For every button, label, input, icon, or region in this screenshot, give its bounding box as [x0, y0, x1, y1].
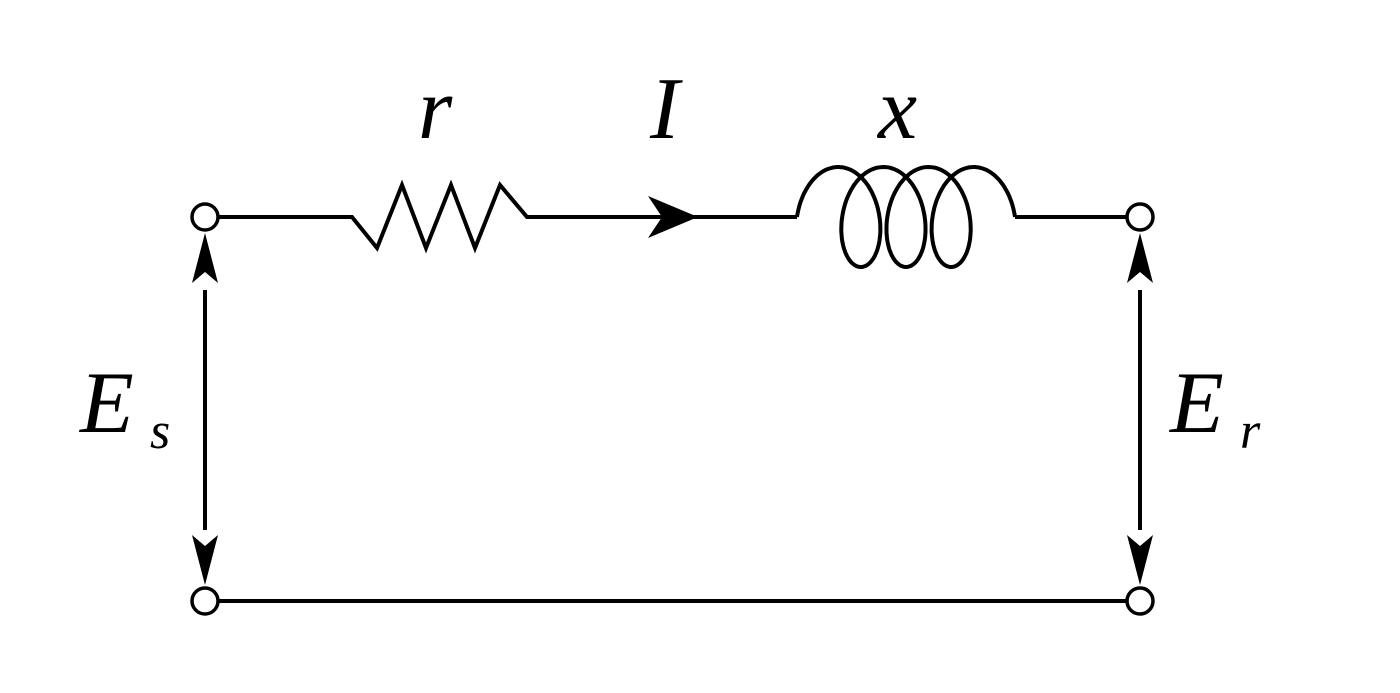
- terminal-top-right: [1125, 202, 1155, 232]
- reactance-label: x: [876, 61, 917, 158]
- current-label: I: [649, 61, 683, 158]
- arrowhead-down-icon: [1127, 535, 1153, 585]
- receiving-voltage-subscript: r: [1240, 403, 1261, 460]
- arrowhead-down-icon: [192, 535, 218, 585]
- resistance-label: r: [418, 61, 453, 158]
- sending-voltage-subscript: s: [150, 403, 170, 460]
- terminal-bottom-right: [1125, 586, 1155, 616]
- arrowhead-up-icon: [192, 233, 218, 283]
- inductor-coil: [795, 164, 1017, 270]
- sending-voltage-label: E: [78, 355, 134, 452]
- receiving-voltage-label: E: [1168, 355, 1224, 452]
- arrowhead-up-icon: [1127, 233, 1153, 283]
- current-arrow-icon: [648, 196, 698, 238]
- terminal-bottom-left: [190, 586, 220, 616]
- top-wire-left: [218, 179, 797, 254]
- terminal-top-left: [190, 202, 220, 232]
